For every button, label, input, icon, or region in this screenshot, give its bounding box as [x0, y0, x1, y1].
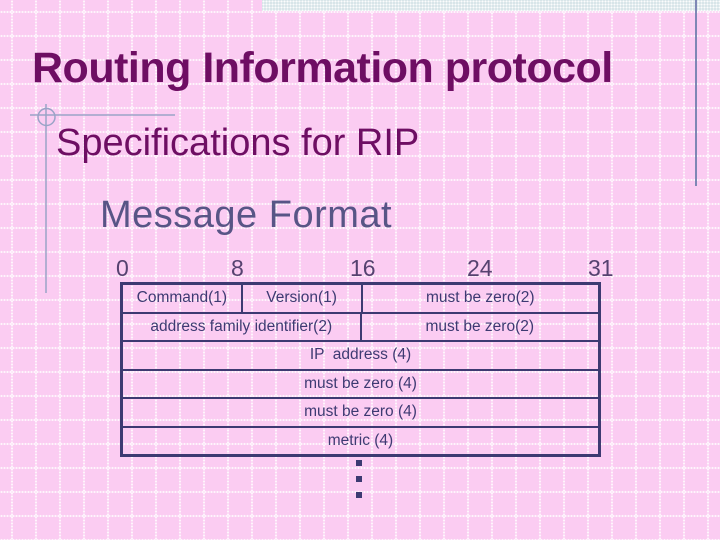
- table-row: metric (4): [123, 425, 598, 455]
- section-heading: Message Format: [100, 194, 393, 236]
- slide-title: Routing Information protocol: [32, 44, 613, 92]
- bit-label-0: 0: [116, 255, 129, 281]
- field-cell: must be zero(2): [359, 313, 599, 340]
- bit-label-8: 8: [231, 255, 244, 281]
- continuation-dots: [356, 460, 362, 498]
- continuation-dot: [356, 492, 362, 498]
- field-cell: IP address (4): [309, 346, 412, 364]
- continuation-dot: [356, 476, 362, 482]
- field-cell: must be zero (4): [304, 403, 417, 421]
- field-cell: Version(1): [240, 285, 361, 312]
- slide-subtitle: Specifications for RIP: [56, 122, 420, 164]
- field-cell: must be zero (4): [304, 374, 417, 392]
- bit-label-24: 24: [467, 255, 493, 281]
- table-row: must be zero (4): [123, 368, 598, 398]
- table-row: address family identifier(2) must be zero…: [123, 311, 599, 340]
- bit-scale: 0 8 16 24 31: [0, 255, 720, 281]
- message-format-table: Command(1)Version(1)must be zero(2)addre…: [120, 282, 601, 457]
- table-row: IP address (4): [123, 340, 598, 369]
- table-row: must be zero (4): [123, 397, 598, 426]
- continuation-dot: [356, 460, 362, 466]
- field-cell: must be zero(2): [360, 285, 599, 312]
- right-accent-line: [695, 0, 697, 186]
- field-cell: Command(1): [136, 289, 228, 307]
- corner-ornament-icon: [30, 104, 175, 293]
- field-cell: address family identifier(2): [150, 317, 333, 335]
- top-accent-band: [262, 0, 720, 11]
- bit-label-31: 31: [588, 255, 614, 281]
- bit-label-16: 16: [350, 255, 376, 281]
- field-cell: metric (4): [327, 431, 394, 449]
- table-row: Command(1) Version(1)must be zero(2): [123, 285, 598, 312]
